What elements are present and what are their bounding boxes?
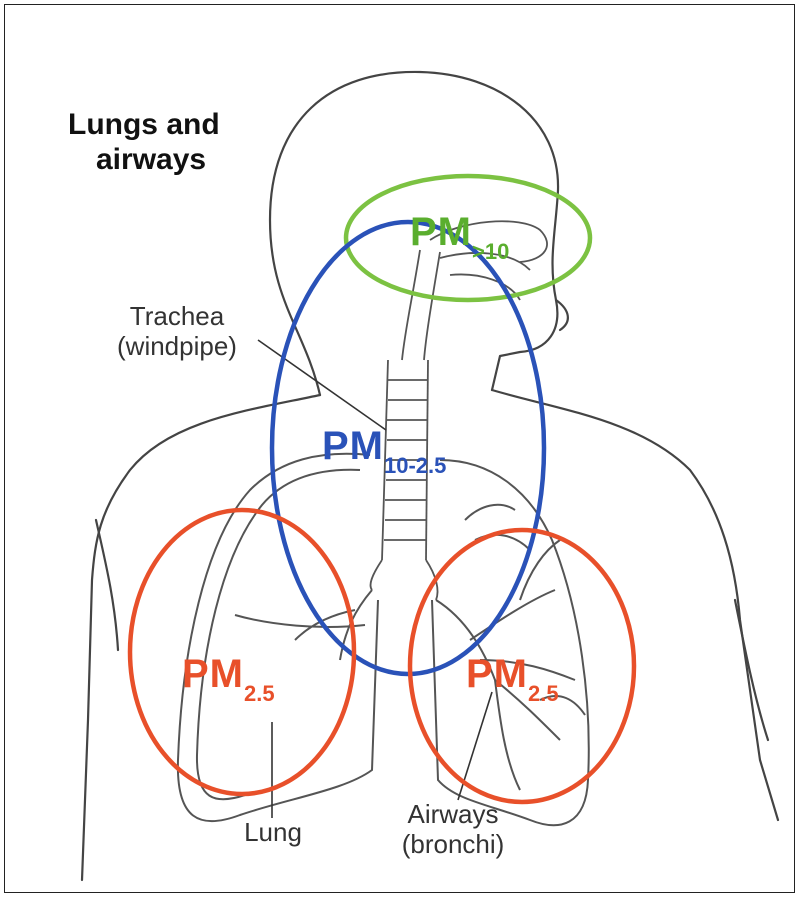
bronchi-label-text: (bronchi)	[378, 830, 528, 860]
pm-nose-sub: >10	[472, 239, 509, 264]
pm-trachea-sub: 10-2.5	[384, 453, 446, 478]
pm-nose-label: PM>10	[410, 210, 509, 255]
pm-left-lung-sub: 2.5	[244, 681, 275, 706]
pm-trachea-label: PM10-2.5	[322, 424, 446, 469]
pm-left-lung-main: PM	[182, 652, 244, 696]
right-lung-outline	[432, 460, 589, 825]
pm-right-lung-sub: 2.5	[528, 681, 559, 706]
trachea-label-text: Trachea	[92, 302, 262, 332]
airways-label: Airways (bronchi)	[378, 800, 528, 860]
leader-lines	[258, 340, 492, 818]
pm-right-lung-label: PM2.5	[466, 652, 559, 697]
lung-label: Lung	[228, 818, 318, 848]
windpipe-label-text: (windpipe)	[92, 332, 262, 362]
trachea-rings	[370, 360, 437, 600]
title-line-2: airways	[68, 143, 220, 178]
pm-left-lung-label: PM2.5	[182, 652, 275, 697]
title-line-1: Lungs and	[68, 108, 220, 143]
diagram-title: Lungs and airways	[68, 108, 220, 177]
airways-label-text: Airways	[378, 800, 528, 830]
pm-nose-main: PM	[410, 210, 472, 254]
trachea-label: Trachea (windpipe)	[92, 302, 262, 362]
pm-right-lung-main: PM	[466, 652, 528, 696]
pm-trachea-main: PM	[322, 424, 384, 468]
